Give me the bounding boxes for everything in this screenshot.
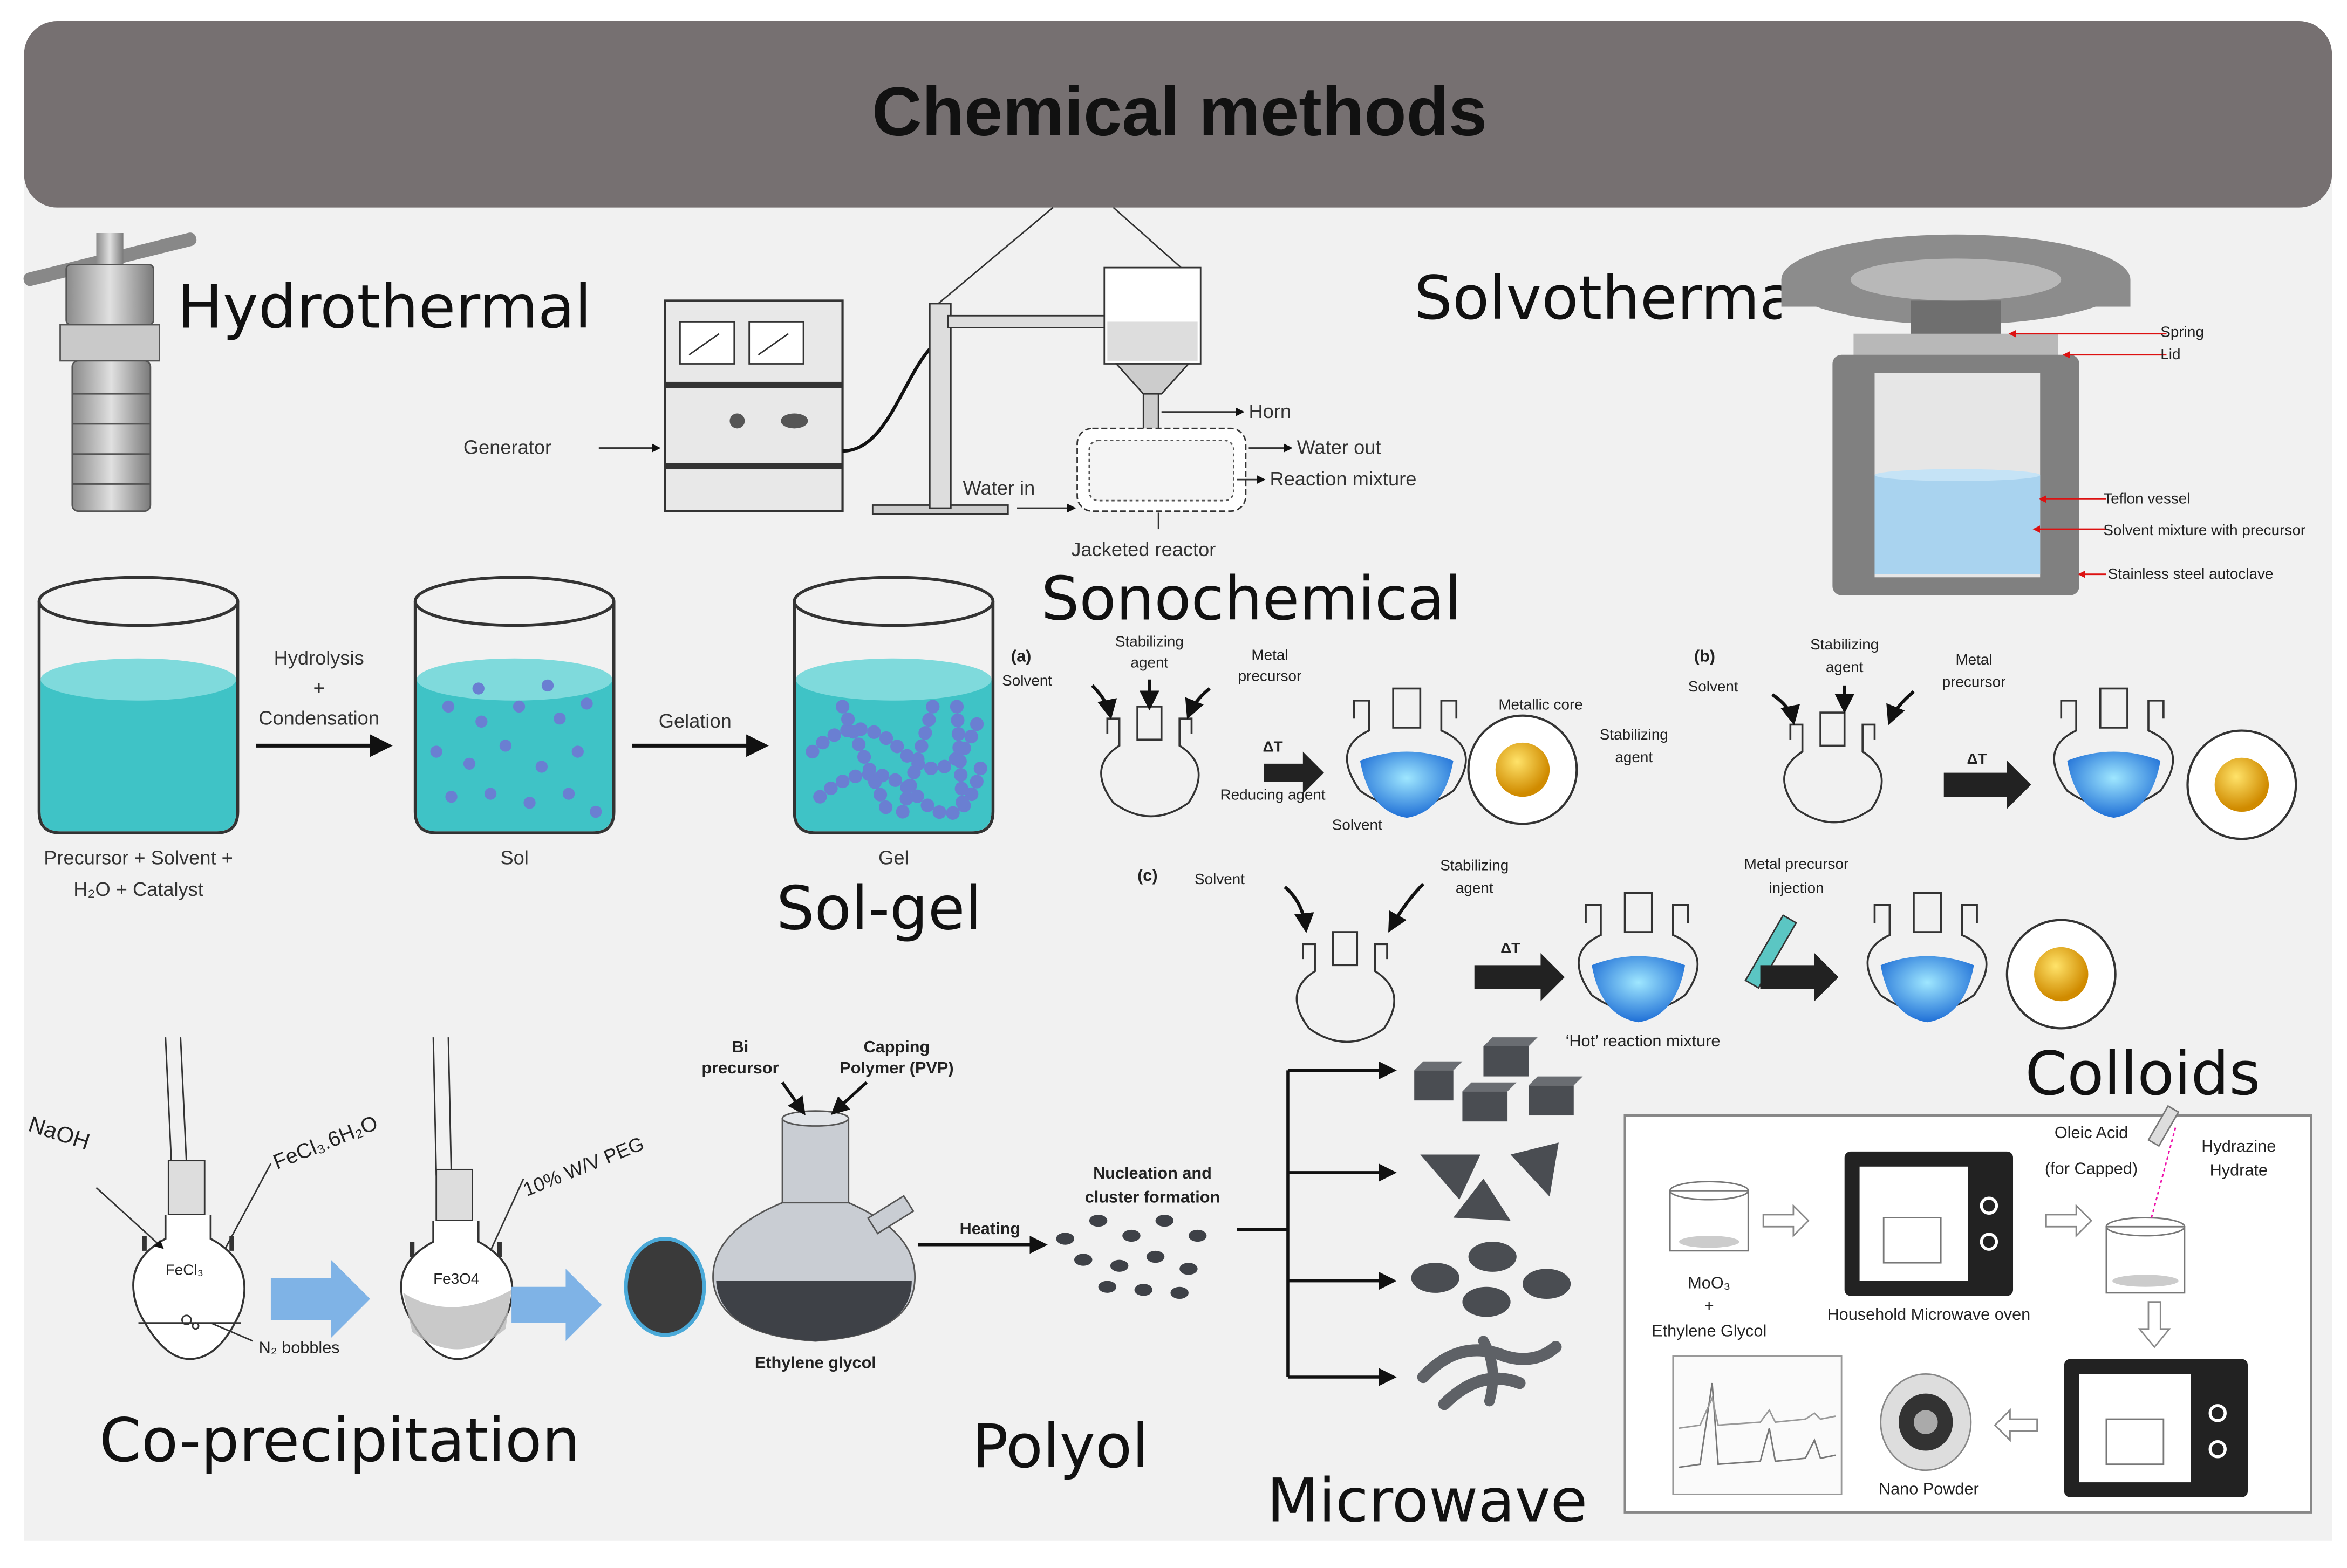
n2-bubbles-label: N₂ bobbles — [259, 1338, 340, 1357]
reaction-mixture-label: Reaction mixture — [1270, 468, 1416, 490]
polyol-setup — [624, 1037, 1583, 1410]
oleic-acid-2: (for Capped) — [2045, 1160, 2138, 1178]
metallic-core-label: Metallic core — [1498, 696, 1582, 713]
colloid-a-reducing: Reducing agent — [1220, 786, 1325, 803]
sol-beaker — [413, 576, 616, 834]
colloid-c-stabilizing-1: Stabilizing — [1440, 857, 1509, 874]
autoclave-label: Stainless steel autoclave — [2108, 565, 2274, 582]
moo3-plus: + — [1704, 1296, 1714, 1314]
nucleation-label-2: cluster formation — [1085, 1188, 1220, 1207]
section-polyol: Polyol — [972, 1412, 1149, 1482]
bi-precursor-1: Bi — [732, 1038, 749, 1056]
ethylene-glycol-label: Ethylene glycol — [755, 1353, 876, 1372]
gel-label: Gel — [878, 847, 909, 869]
section-solvothermal: Solvothermal — [1414, 263, 1813, 333]
fe3o4-flask-label: Fe3O4 — [433, 1270, 479, 1287]
colloid-c-solvent: Solvent — [1195, 871, 1245, 887]
section-hydrothermal: Hydrothermal — [178, 272, 591, 343]
water-out-label: Water out — [1297, 436, 1381, 458]
sonochemical-setup — [664, 207, 1247, 530]
colloid-b-label: (b) — [1694, 647, 1715, 665]
sol-label: Sol — [500, 847, 528, 869]
colloid-b-delta-t: ΔT — [1967, 750, 1987, 767]
condensation-label: Condensation — [258, 707, 379, 729]
microwave-process — [1669, 1105, 2248, 1497]
colloid-a-label: (a) — [1011, 647, 1031, 665]
gel-beaker — [793, 576, 995, 834]
title-banner — [24, 21, 2332, 208]
section-microwave: Microwave — [1267, 1466, 1587, 1536]
lid-label: Lid — [2160, 346, 2180, 362]
section-colloids: Colloids — [2025, 1039, 2260, 1109]
hot-mixture-label: ‘Hot’ reaction mixture — [1566, 1032, 1721, 1050]
solvothermal-pointers — [2008, 330, 2167, 578]
solvent-mixture-label: Solvent mixture with precursor — [2103, 522, 2305, 538]
precursor-beaker — [37, 576, 240, 834]
capping-polymer-2: Polymer (PVP) — [840, 1059, 953, 1077]
hydrazine-2: Hydrate — [2210, 1161, 2268, 1180]
gelation-label: Gelation — [659, 710, 732, 732]
colloid-c-label: (c) — [1137, 866, 1157, 885]
page-title: Chemical methods — [872, 73, 1487, 150]
spring-label: Spring — [2160, 323, 2204, 340]
moo3-label: MoO₃ — [1688, 1274, 1730, 1292]
solvothermal-autoclave — [1781, 225, 2131, 595]
colloid-c-delta-t: ΔT — [1500, 940, 1520, 956]
hydrothermal-autoclave-icon — [23, 232, 197, 512]
colloid-a-solvent-bottom: Solvent — [1332, 816, 1382, 833]
colloid-b-stabilizing-2: agent — [1826, 659, 1864, 675]
hydrazine-1: Hydrazine — [2201, 1137, 2276, 1155]
jacketed-reactor-label: Jacketed reactor — [1071, 538, 1216, 560]
colloid-a-metal-1: Metal — [1251, 647, 1288, 663]
ethylene-glycol-mw-label: Ethylene Glycol — [1652, 1322, 1766, 1340]
metal-injection-2: injection — [1769, 880, 1824, 896]
colloid-a-stabilizing-2: agent — [1131, 654, 1169, 670]
household-oven-label: Household Microwave oven — [1827, 1305, 2031, 1324]
colloid-a-stab-right-2: agent — [1615, 749, 1653, 765]
colloid-a-solvent: Solvent — [1002, 672, 1052, 689]
colloid-b-metal-2: precursor — [1942, 674, 2006, 690]
coprecipitation-setup — [95, 1037, 602, 1360]
generator-label: Generator — [463, 436, 551, 458]
colloid-flask-template — [1091, 679, 2297, 1043]
water-in-label: Water in — [963, 477, 1035, 499]
capping-polymer-1: Capping — [864, 1038, 930, 1056]
nucleation-label-1: Nucleation and — [1093, 1164, 1212, 1182]
fecl-flask-label: FeCl₃ — [166, 1261, 203, 1278]
section-sonochemical: Sonochemical — [1041, 564, 1462, 634]
colloid-a-stabilizing-1: Stabilizing — [1115, 633, 1184, 649]
hydrolysis-plus: + — [313, 677, 325, 699]
colloid-c-stabilizing-2: agent — [1456, 880, 1493, 896]
nano-powder-label: Nano Powder — [1879, 1480, 1979, 1498]
precursor-label-line1: Precursor + Solvent + — [44, 847, 233, 869]
colloid-a-metal-2: precursor — [1238, 668, 1302, 684]
teflon-vessel-label: Teflon vessel — [2103, 490, 2190, 507]
colloid-a-stab-right-1: Stabilizing — [1600, 726, 1668, 743]
colloid-b-stabilizing-1: Stabilizing — [1810, 636, 1879, 653]
colloid-a-delta-t: ΔT — [1263, 738, 1283, 755]
metal-injection-1: Metal precursor — [1744, 855, 1849, 872]
heating-label: Heating — [960, 1220, 1020, 1238]
hydrolysis-label: Hydrolysis — [274, 647, 364, 669]
colloid-b-metal-1: Metal — [1955, 651, 1992, 668]
horn-label: Horn — [1248, 400, 1291, 422]
colloid-b-solvent: Solvent — [1688, 678, 1738, 695]
oleic-acid-1: Oleic Acid — [2055, 1124, 2128, 1142]
precursor-label-line2: H₂O + Catalyst — [73, 878, 203, 900]
bi-precursor-2: precursor — [701, 1059, 779, 1077]
section-solgel: Sol-gel — [776, 873, 982, 943]
section-coprecipitation: Co-precipitation — [99, 1406, 580, 1476]
